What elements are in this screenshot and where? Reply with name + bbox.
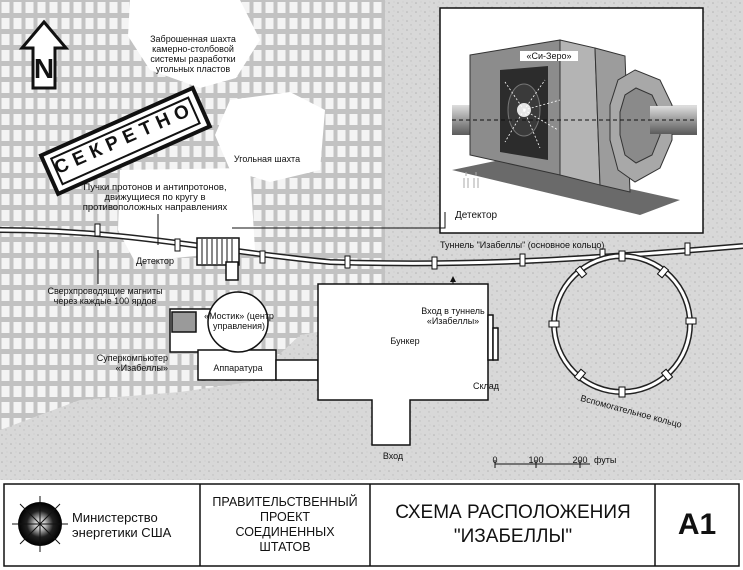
scale-unit: футы — [594, 455, 617, 465]
title-line1: СХЕМА РАСПОЛОЖЕНИЯ — [395, 502, 631, 523]
footer-frame — [3, 483, 740, 567]
ring-magnets — [94, 223, 691, 270]
north-letter: N — [33, 53, 55, 84]
entrance-arrow-icon — [450, 276, 456, 282]
label-supercomputer: Суперкомпьютер «Изабеллы» — [96, 353, 168, 373]
secret-stamp — [38, 85, 213, 197]
title-line2: "ИЗАБЕЛЛЫ" — [453, 526, 573, 547]
label-warehouse: Склад — [472, 381, 500, 391]
label-magnets: Сверхпроводящие магниты через каждые 100… — [47, 286, 163, 306]
abandoned-mine-area — [128, 0, 260, 88]
label-bridge: «Мостик» (центр управления) — [204, 311, 274, 331]
scale-bar — [494, 460, 590, 468]
label-detector: Детектор — [136, 256, 174, 266]
detector-inset-frame — [439, 7, 704, 234]
ministry-name: Министерство энергетики США — [72, 510, 172, 540]
footer-project: ПРАВИТЕЛЬСТВЕННЫЙ ПРОЕКТ СОЕДИНЕННЫХ ШТА… — [202, 486, 368, 564]
label-detector-inset: Детектор — [455, 210, 498, 221]
footer-ministry: Министерство энергетики США — [72, 486, 198, 564]
coal-mine-area — [215, 92, 325, 182]
label-beams: Пучки протонов и антипротонов, движущиес… — [82, 182, 228, 213]
label-tunnel-entrance: Вход в туннель «Изабеллы» — [421, 306, 485, 326]
detector-illustration — [452, 39, 697, 215]
detector-block — [196, 237, 240, 266]
label-bunker: Бункер — [390, 336, 420, 346]
scale-label-200: 200 — [572, 455, 588, 465]
label-cdf: «Си-Зеро» — [520, 51, 578, 61]
label-abandoned-mine: Заброшенная шахта камерно-столбовой сист… — [150, 34, 236, 74]
scale-label-0: 0 — [492, 455, 498, 465]
label-coal-mine: Угольная шахта — [233, 154, 301, 164]
sheet-code: A1 — [677, 508, 717, 541]
project-name: ПРАВИТЕЛЬСТВЕННЫЙ ПРОЕКТ СОЕДИНЕННЫХ ШТА… — [212, 495, 358, 554]
facilities — [169, 261, 499, 446]
footer-code: A1 — [657, 486, 737, 564]
label-equipment: Аппаратура — [213, 363, 263, 373]
auxiliary-ring — [548, 250, 697, 398]
label-tunnel-main: Туннель "Изабеллы" (основное кольцо) — [440, 240, 605, 250]
ministry-burst-icon — [12, 496, 68, 552]
north-arrow-icon — [18, 19, 70, 90]
scale-label-100: 100 — [528, 455, 544, 465]
footer-title: СХЕМА РАСПОЛОЖЕНИЯ "ИЗАБЕЛЛЫ" — [372, 486, 654, 564]
label-entrance: Вход — [382, 451, 404, 461]
